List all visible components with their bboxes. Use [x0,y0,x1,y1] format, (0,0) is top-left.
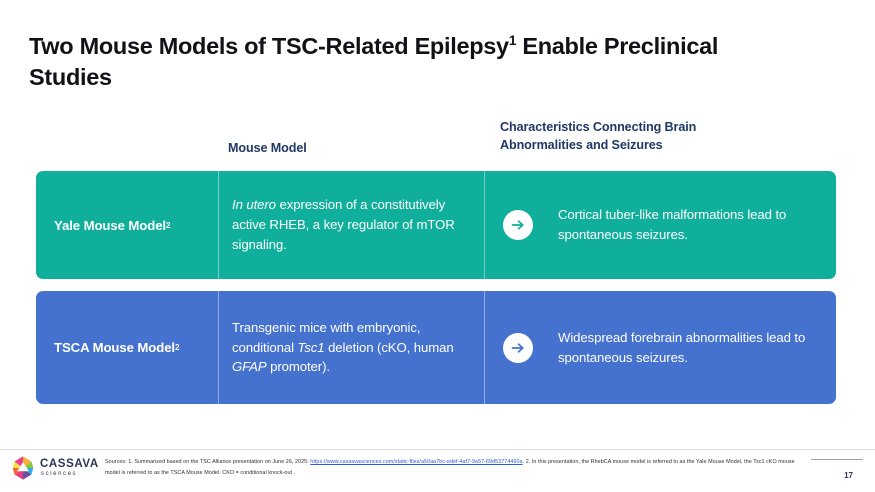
row-label-footnote-marker: 2 [175,343,180,352]
column-divider [484,171,485,279]
page-number-divider [811,459,863,460]
footer-divider [0,449,875,450]
row-label-text: TSCA Mouse Model [54,340,175,355]
sources-footnote: Sources: 1. Summarized based on the TSC … [105,457,795,478]
title-rest: Enable Preclinical Studies [29,33,719,90]
sources-text-pre: Sources: 1. Summarized based on the TSC … [105,459,311,465]
sources-text-post: . 2. In this presentation, the RhebCA mo… [105,459,795,476]
row-label-footnote-marker: 2 [166,220,171,230]
cassava-sciences-logo: CASSAVA sciences [10,455,99,481]
description-text-pre: Transgenic mice with embryonic, conditio… [232,319,421,355]
arrow-right-icon [503,332,533,363]
row-description-yale: In utero expression of a constitutively … [219,171,484,279]
column-divider [218,291,219,404]
column-divider [218,171,219,279]
row-outcome-tsca: Widespread forebrain abnormalities lead … [485,291,836,404]
title-main: Two Mouse Models of TSC-Related Epilepsy [29,33,509,59]
title-footnote-marker: 1 [508,33,517,49]
description-emphasis: In utero [232,197,276,213]
page-title: Two Mouse Models of TSC-Related Epilepsy… [29,31,789,92]
description-emphasis-gene: Tsc1 [297,339,325,355]
logo-wordmark: CASSAVA sciences [40,457,99,478]
sources-link[interactable]: https://www.cassavasciences.com/static-f… [310,459,523,465]
column-header-characteristics: Characteristics Connecting Brain Abnorma… [500,120,697,152]
cassava-logo-mark [12,456,34,480]
outcome-text: Cortical tuber-like malformations lead t… [558,207,787,242]
outcome-text: Widespread forebrain abnormalities lead … [558,329,806,365]
description-text-mid: deletion (cKO, human [324,339,454,355]
description-emphasis-promoter: GFAP [232,359,267,375]
column-header-mouse-model: Mouse Model [228,141,307,155]
logo-name: CASSAVA [40,457,99,470]
page-number: 17 [844,471,853,480]
row-label-text: Yale Mouse Model [54,217,166,233]
row-outcome-yale: Cortical tuber-like malformations lead t… [485,171,836,279]
column-divider [484,291,485,404]
description-text: expression of a constitutively active RH… [232,197,455,252]
description-text-post: promoter). [266,359,330,375]
logo-subtitle: sciences [41,471,78,478]
arrow-right-icon [503,210,533,240]
row-description-tsca: Transgenic mice with embryonic, conditio… [219,291,484,404]
